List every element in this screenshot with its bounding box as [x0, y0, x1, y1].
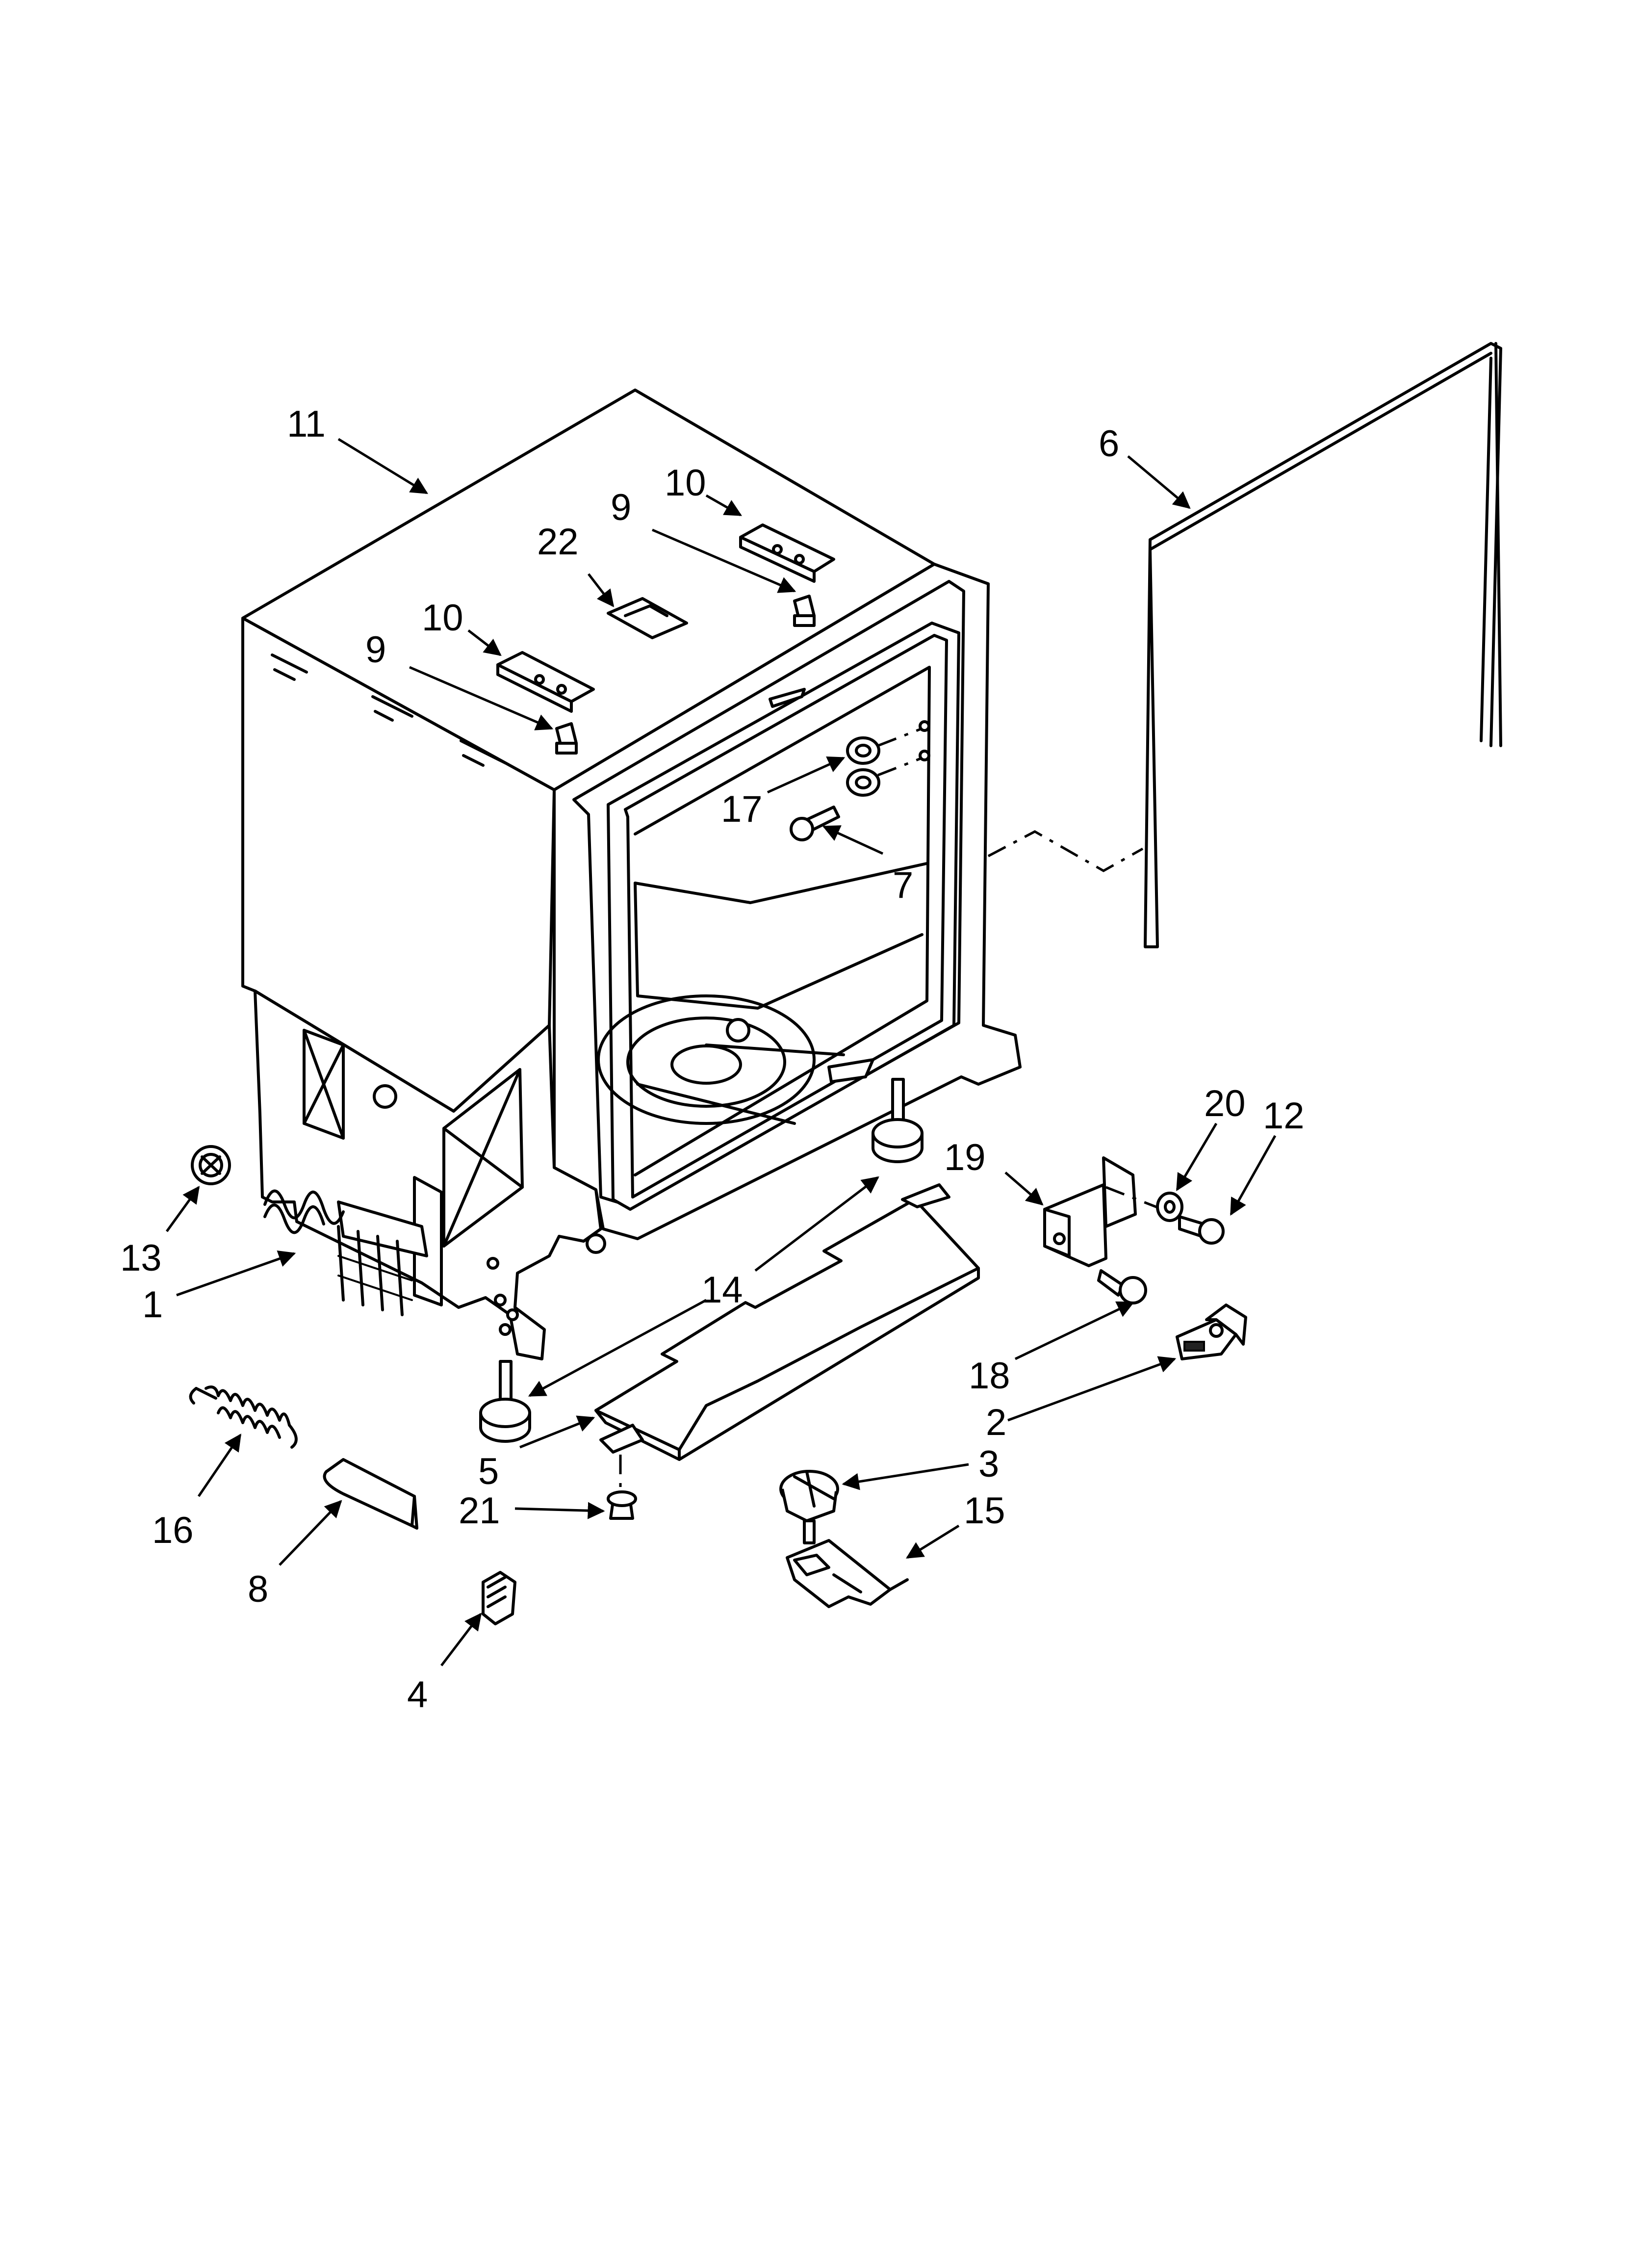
- screw-12: [1178, 1215, 1225, 1245]
- door-gasket: [1144, 342, 1502, 948]
- leg-14-right: [872, 1078, 924, 1163]
- callout-4: 4: [407, 1674, 428, 1716]
- callout-10: 10: [665, 462, 706, 504]
- callout-2: 2: [986, 1402, 1006, 1443]
- callout-17: 17: [721, 788, 763, 830]
- callout-16: 16: [152, 1510, 194, 1551]
- callout-21: 21: [459, 1490, 500, 1532]
- callout-14: 14: [701, 1269, 743, 1311]
- callout-13: 13: [120, 1237, 162, 1279]
- screw-18: [1097, 1269, 1147, 1304]
- callout-18: 18: [969, 1355, 1010, 1397]
- latch-2: [1176, 1303, 1247, 1360]
- callout-10: 10: [422, 597, 463, 639]
- callout-20: 20: [1204, 1083, 1246, 1124]
- bracket-10-lower: [496, 651, 595, 713]
- screw-9-upper: [793, 595, 816, 627]
- pad-8: [323, 1458, 418, 1530]
- plug-13: [191, 1145, 231, 1185]
- callout-6: 6: [1099, 423, 1119, 465]
- hinge-17: [846, 720, 930, 797]
- bracket-19: [1043, 1156, 1163, 1267]
- bracket-15: [786, 1539, 909, 1608]
- washer-20: [1156, 1192, 1183, 1222]
- screw-7: [790, 806, 840, 841]
- callout-19: 19: [944, 1137, 986, 1178]
- bracket-10-upper: [739, 523, 835, 583]
- callout-11: 11: [287, 403, 326, 445]
- callout-9: 9: [611, 487, 631, 528]
- screw-9-lower: [555, 722, 578, 755]
- leg-14-left: [479, 1360, 531, 1443]
- callout-12: 12: [1263, 1095, 1305, 1137]
- cap-3: [779, 1470, 839, 1544]
- clip-22: [607, 597, 688, 639]
- leader-lines: [165, 438, 1277, 1667]
- callout-22: 22: [537, 521, 579, 563]
- callout-15: 15: [964, 1490, 1005, 1532]
- callout-3: 3: [978, 1443, 999, 1485]
- callout-7: 7: [893, 864, 913, 906]
- spring-16: [189, 1385, 298, 1449]
- callout-5: 5: [478, 1451, 499, 1492]
- callout-1: 1: [142, 1284, 163, 1326]
- callout-9: 9: [365, 629, 386, 671]
- screw-21: [607, 1490, 637, 1520]
- callout-8: 8: [248, 1568, 268, 1610]
- panel-5: [594, 1183, 980, 1496]
- clip-4: [482, 1571, 516, 1625]
